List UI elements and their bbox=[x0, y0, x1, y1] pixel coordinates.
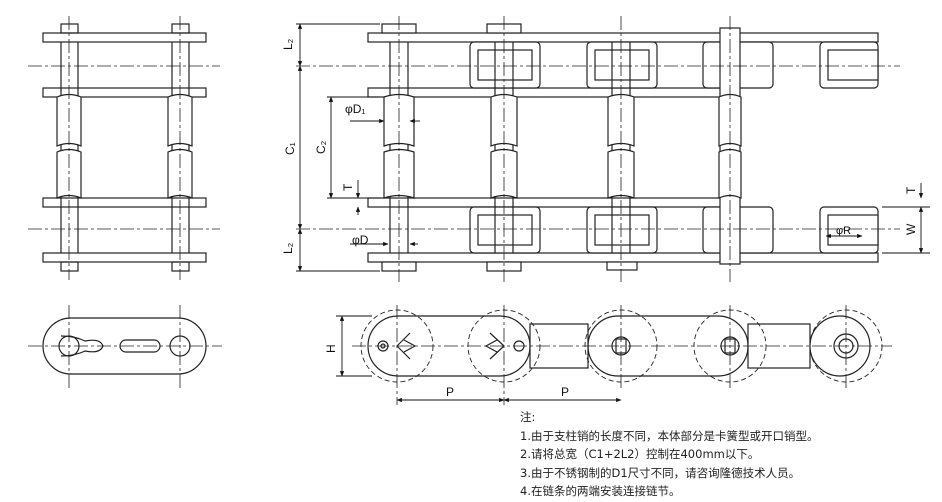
dim-C2: C₂ bbox=[314, 140, 328, 154]
dim-T-left: T bbox=[341, 183, 355, 191]
dim-P-2: P bbox=[561, 385, 569, 399]
dim-L2-top: L₂ bbox=[281, 38, 295, 50]
dim-W: W bbox=[904, 223, 918, 235]
note-item: 4.在链条的两端安装连接链节。 bbox=[520, 484, 681, 498]
dim-H: H bbox=[324, 344, 338, 353]
left-plan-view bbox=[28, 16, 220, 280]
dim-phiR: φR bbox=[836, 225, 851, 237]
dim-C1: C₁ bbox=[283, 142, 297, 155]
right-side-view bbox=[352, 305, 892, 405]
dim-T-right: T bbox=[904, 186, 918, 194]
notes-heading: 注: bbox=[520, 410, 536, 424]
dim-phiD1: φD₁ bbox=[345, 102, 366, 116]
note-item: 3.由于不锈钢制的D1尺寸不同，请咨询隆德技术人员。 bbox=[520, 465, 801, 480]
notes-block: 注: 1.由于支柱销的长度不同，本体部分是卡簧型或开口销型。 2.请将总宽（C1… bbox=[520, 408, 818, 501]
dim-L2-bottom: L₂ bbox=[281, 242, 295, 254]
right-plan-view bbox=[296, 16, 900, 282]
side-dimensions bbox=[336, 315, 622, 403]
plan-dimensions bbox=[296, 23, 930, 272]
dim-phiD: φD bbox=[352, 233, 369, 247]
left-side-view bbox=[28, 305, 222, 388]
dim-P-1: P bbox=[446, 385, 454, 399]
note-item: 1.由于支柱销的长度不同，本体部分是卡簧型或开口销型。 bbox=[520, 428, 819, 443]
note-item: 2.请将总宽（C1+2L2）控制在400mm以下。 bbox=[520, 447, 760, 461]
